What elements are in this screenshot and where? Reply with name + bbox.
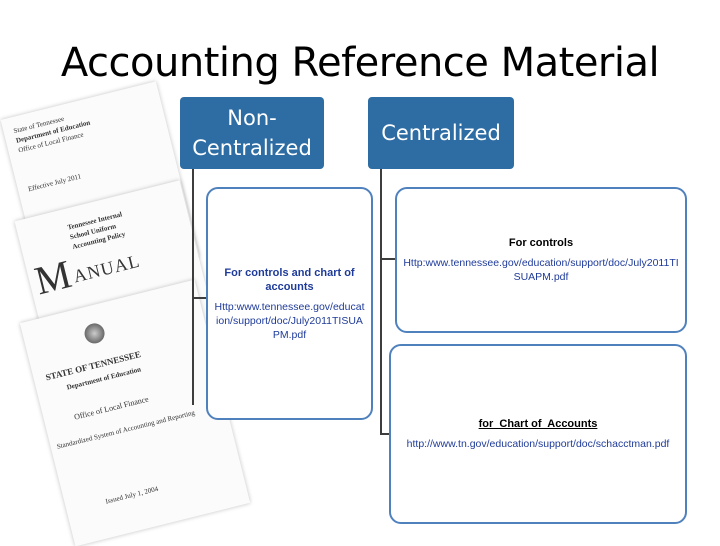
cover-text: Office of Local Finance (73, 394, 150, 422)
state-seal-icon (82, 321, 107, 346)
cover-text: ANUAL (71, 250, 143, 287)
header-label: Centralized (381, 121, 501, 145)
page-title: Accounting Reference Material (60, 40, 660, 86)
non-centralized-reference-box: For controls and chart of accounts Http:… (206, 187, 373, 420)
cover-text: Standardized System of Accounting and Re… (55, 408, 196, 451)
centralized-header: Centralized (368, 97, 514, 169)
connector-line (380, 258, 395, 260)
reference-link[interactable]: Http:www.tennessee.gov/education/support… (403, 257, 679, 283)
box-heading: For controls and chart of accounts (224, 266, 355, 293)
centralized-chart-of-accounts-box: for Chart of Accounts http://www.tn.gov/… (389, 344, 687, 524)
non-centralized-header: Non- Centralized (180, 97, 324, 169)
connector-line (192, 169, 194, 405)
reference-link[interactable]: Http:www.tennessee.gov/education/support… (214, 300, 365, 341)
box-heading: for Chart of Accounts (478, 418, 598, 430)
cover-text: M (30, 251, 76, 304)
centralized-controls-box: For controls Http:www.tennessee.gov/educ… (395, 187, 687, 333)
box-heading: For controls (508, 237, 574, 249)
connector-line (380, 169, 382, 435)
connector-line (380, 433, 389, 435)
header-label: Non- Centralized (192, 106, 312, 160)
reference-link[interactable]: http://www.tn.gov/education/support/doc/… (406, 438, 670, 450)
connector-line (192, 297, 206, 299)
cover-text: Issued July 1, 2004 (104, 484, 160, 506)
cover-text: Effective July 2011 (27, 172, 82, 194)
